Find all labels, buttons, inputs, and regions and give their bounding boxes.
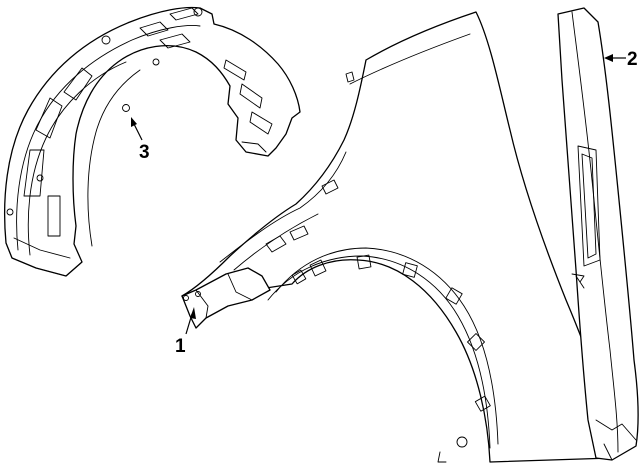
fender-panel: [181, 11, 613, 463]
fender-trim-seal: [557, 7, 639, 461]
fender-liner: [4, 6, 301, 277]
callout-3: 3: [131, 117, 150, 163]
callout-2: 2: [604, 49, 638, 70]
callout-label-3: 3: [139, 142, 150, 163]
callout-label-2: 2: [627, 49, 638, 70]
callout-label-1: 1: [175, 336, 186, 357]
callout-1: 1: [175, 307, 196, 357]
